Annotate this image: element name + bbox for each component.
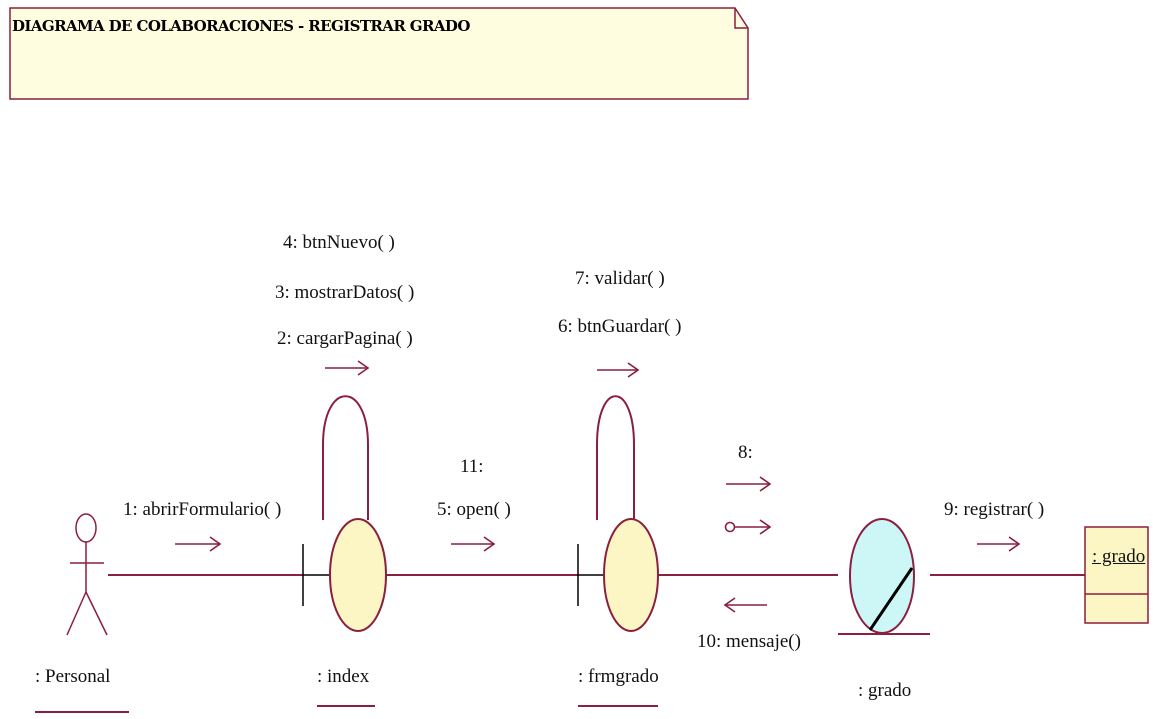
note-fold bbox=[734, 8, 748, 29]
msg-4-label: 4: btnNuevo( ) bbox=[283, 232, 395, 253]
msg-8-label: 8: bbox=[738, 442, 753, 463]
personal-underline bbox=[35, 711, 129, 713]
arrow-msg-10 bbox=[723, 597, 767, 613]
boundary-frmgrado bbox=[577, 518, 659, 632]
msg-10-label: 10: mensaje() bbox=[697, 631, 801, 652]
grado-class-label: : grado bbox=[1092, 546, 1146, 567]
msg-3-label: 3: mostrarDatos( ) bbox=[275, 282, 415, 303]
index-underline bbox=[317, 705, 375, 707]
arrow-msg-8 bbox=[726, 476, 772, 492]
msg-1-label: 1: abrirFormulario( ) bbox=[123, 499, 282, 520]
boundary-index bbox=[302, 518, 387, 632]
frmgrado-underline bbox=[578, 705, 658, 707]
frmgrado-label: : frmgrado bbox=[578, 666, 659, 687]
actor-personal bbox=[66, 513, 108, 636]
msg-7-label: 7: validar( ) bbox=[575, 268, 665, 289]
entity-grado bbox=[838, 518, 930, 635]
arrow-msg-6 bbox=[597, 362, 640, 378]
class-grado bbox=[1084, 526, 1149, 624]
self-link-index bbox=[322, 395, 369, 520]
msg-5-label: 5: open( ) bbox=[437, 499, 511, 520]
personal-label: : Personal bbox=[35, 666, 111, 687]
arrow-msg-2 bbox=[325, 360, 370, 376]
arrow-msg-9 bbox=[977, 536, 1021, 552]
note-shape bbox=[9, 7, 749, 100]
arrow-msg-5 bbox=[451, 536, 496, 552]
self-link-frmgrado bbox=[596, 395, 635, 520]
msg-9-label: 9: registrar( ) bbox=[944, 499, 1045, 520]
arrow-msg-1 bbox=[175, 536, 222, 552]
msg-6-label: 6: btnGuardar( ) bbox=[558, 316, 682, 337]
msg-2-label: 2: cargarPagina( ) bbox=[277, 328, 413, 349]
grado-entity-label: : grado bbox=[858, 680, 912, 701]
msg-11-label: 11: bbox=[460, 456, 484, 477]
note-title: DIAGRAMA DE COLABORACIONES - REGISTRAR G… bbox=[12, 17, 470, 35]
index-label: : index bbox=[317, 666, 370, 687]
arrow-msg-8-return bbox=[724, 519, 772, 535]
